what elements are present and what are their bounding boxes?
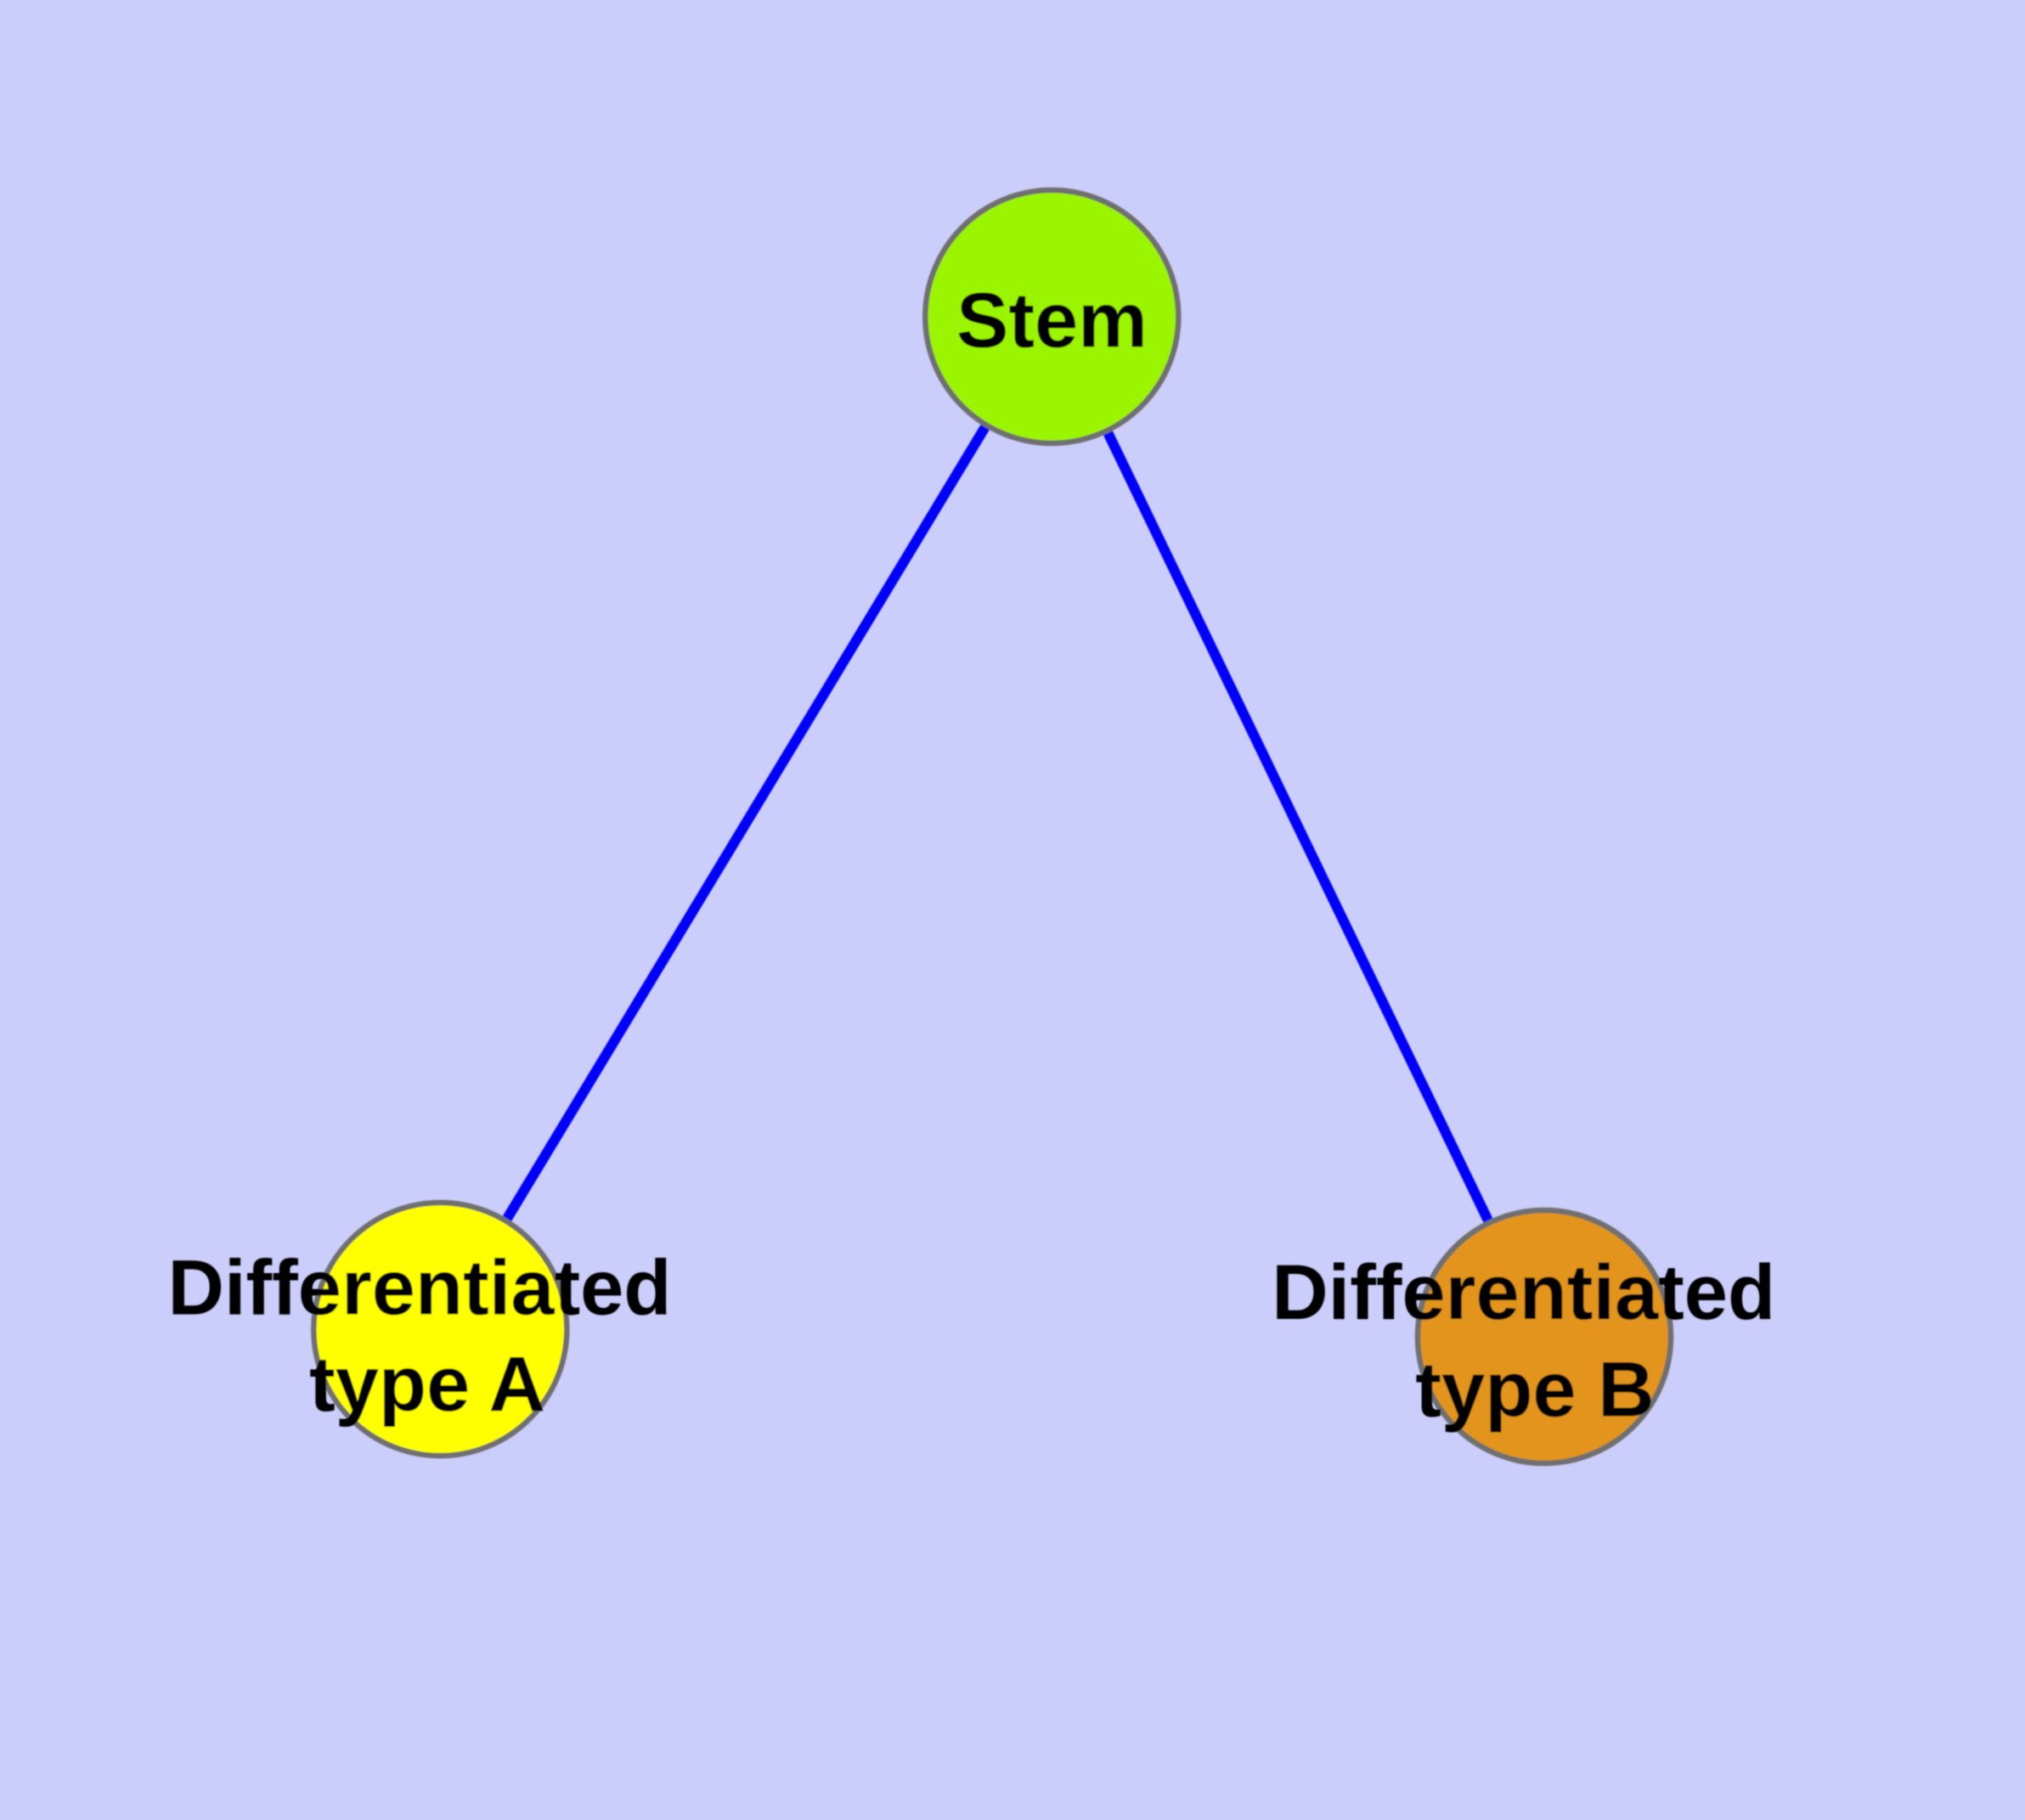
svg-text:type B: type B: [1415, 1347, 1654, 1434]
svg-text:Stem: Stem: [956, 278, 1148, 364]
svg-text:Differentiated: Differentiated: [1272, 1249, 1775, 1336]
svg-text:Differentiated: Differentiated: [168, 1245, 672, 1332]
svg-text:type A: type A: [309, 1341, 545, 1428]
